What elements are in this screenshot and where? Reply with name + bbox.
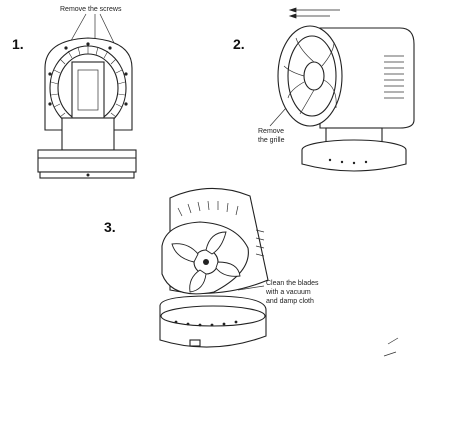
- step-3-caption-line-1: Clean the blades: [266, 280, 319, 287]
- step-1-number: 1.: [12, 36, 24, 52]
- step-3-caption-line-2: with a vacuum: [266, 289, 311, 296]
- step-3-caption-line-3: and damp cloth: [266, 298, 314, 305]
- step-2-caption-line-1: Remove: [258, 128, 285, 135]
- step-2-caption-line-2: the grille: [258, 137, 285, 144]
- step-3-number: 3.: [104, 219, 116, 235]
- step-1-caption: Remove the screws: [60, 6, 122, 13]
- step-2-number: 2.: [233, 36, 245, 52]
